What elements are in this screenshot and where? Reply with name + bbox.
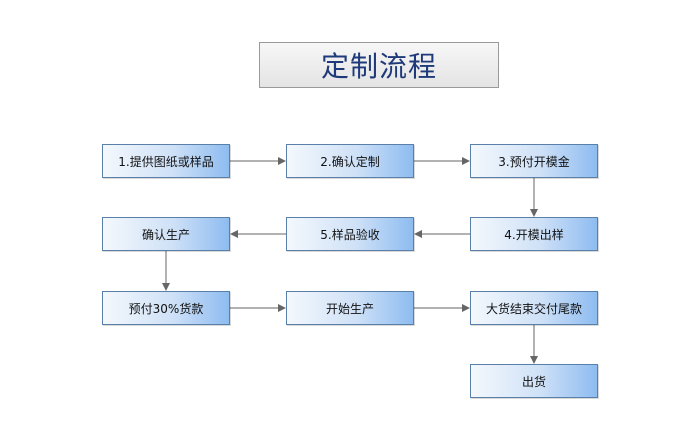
step-pay-balance: 大货结束交付尾款 — [470, 291, 598, 325]
step-confirm-production: 确认生产 — [102, 217, 230, 251]
step-start-production: 开始生产 — [286, 291, 414, 325]
step-shipping: 出货 — [470, 364, 598, 398]
step-confirm-custom: 2.确认定制 — [286, 144, 414, 178]
diagram-title-box: 定制流程 — [259, 42, 499, 88]
step-mold-deposit: 3.预付开模金 — [470, 144, 598, 178]
step-prepay-30: 预付30%货款 — [102, 291, 230, 325]
step-provide-drawing: 1.提供图纸或样品 — [102, 144, 230, 178]
step-make-sample: 4.开模出样 — [470, 217, 598, 251]
step-sample-acceptance: 5.样品验收 — [286, 217, 414, 251]
diagram-title: 定制流程 — [320, 50, 437, 83]
